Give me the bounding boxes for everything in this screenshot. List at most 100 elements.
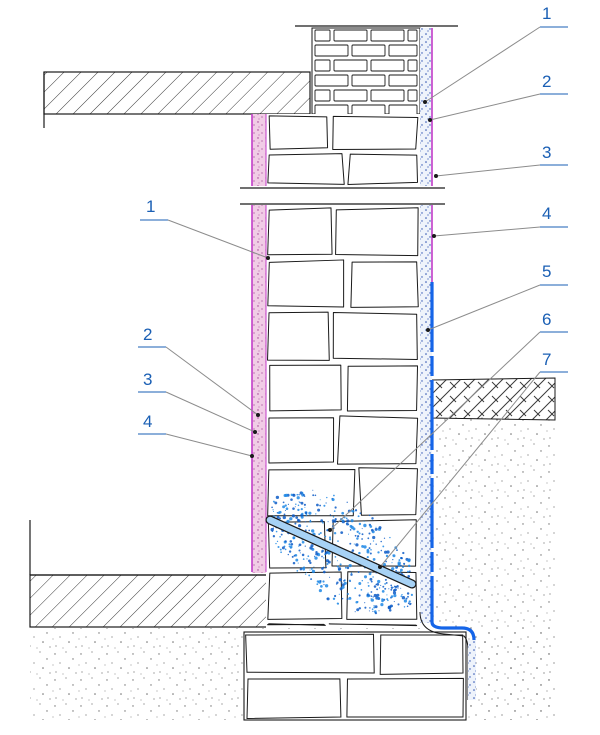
brick <box>314 74 349 87</box>
injection-particle <box>380 584 382 586</box>
injection-particle <box>316 583 319 586</box>
injection-particle <box>332 521 334 523</box>
stone-block <box>267 623 326 626</box>
injection-particle <box>292 507 295 510</box>
injection-particle <box>338 593 340 595</box>
stone-block <box>347 153 419 185</box>
injection-particle <box>304 511 308 515</box>
brick <box>370 29 405 42</box>
injection-particle <box>397 603 400 606</box>
injection-particle <box>385 554 389 558</box>
injection-particle <box>321 555 323 558</box>
injection-particle <box>308 511 312 515</box>
injection-particle <box>347 533 350 535</box>
injection-particle <box>271 506 273 509</box>
injection-particle <box>279 536 281 538</box>
injection-particle <box>300 515 304 519</box>
injection-particle <box>327 551 331 555</box>
injection-particle <box>391 562 393 564</box>
injection-particle <box>310 578 313 581</box>
injection-particle <box>346 501 348 503</box>
injection-particle <box>329 576 331 578</box>
injection-particle <box>283 513 286 516</box>
injection-particle <box>321 551 323 553</box>
injection-particle <box>407 575 411 578</box>
injection-particle <box>284 493 288 498</box>
injection-particle <box>368 532 371 535</box>
brick <box>333 89 368 102</box>
footing-stone <box>246 678 342 720</box>
injection-particle <box>385 560 387 563</box>
leader-dot <box>256 413 260 417</box>
injection-particle <box>270 527 274 532</box>
injection-particle <box>370 549 372 551</box>
injection-particle <box>297 562 299 564</box>
stone-block <box>268 115 329 150</box>
injection-particle <box>369 552 372 555</box>
injection-particle <box>356 530 359 533</box>
injection-particle <box>378 610 380 612</box>
injection-particle <box>298 494 300 496</box>
injection-particle <box>305 514 308 516</box>
injection-particle <box>397 587 399 589</box>
injection-particle <box>372 540 375 542</box>
injection-particle <box>275 530 278 533</box>
leader-dot <box>253 430 257 434</box>
injection-particle <box>364 606 367 609</box>
injection-particle <box>310 567 313 570</box>
injection-particle <box>323 504 326 507</box>
injection-particle <box>326 529 329 532</box>
injection-particle <box>377 579 381 584</box>
stone-wall-main <box>266 206 420 628</box>
break-lines <box>240 25 458 205</box>
injection-particle <box>401 596 406 600</box>
stone-block <box>269 364 342 412</box>
injection-particle <box>346 566 350 570</box>
injection-particle <box>401 565 405 569</box>
leader-line <box>329 331 541 531</box>
injection-particle <box>350 573 353 576</box>
injection-particle <box>397 561 401 565</box>
injection-particle <box>376 588 379 591</box>
stone-block <box>268 417 335 464</box>
injection-particle <box>372 610 374 612</box>
lower-floor-slab <box>29 574 269 628</box>
injection-particle <box>280 551 282 554</box>
injection-particle <box>272 535 276 538</box>
injection-particle <box>361 538 363 540</box>
injection-particle <box>301 491 304 494</box>
leader-dot <box>423 100 427 104</box>
injection-particle <box>359 512 362 515</box>
injection-particle <box>386 594 388 596</box>
injection-particle <box>366 550 370 554</box>
injection-particle <box>317 508 321 512</box>
injection-particle <box>361 544 365 548</box>
injection-particle <box>396 549 398 552</box>
injection-particle <box>399 568 403 572</box>
injection-particle <box>358 594 361 597</box>
leader-line <box>433 226 541 237</box>
injection-particle <box>392 591 397 595</box>
stone-block <box>267 259 345 308</box>
injection-particle <box>384 550 388 554</box>
leader-line <box>424 26 541 103</box>
injection-particle <box>291 514 296 518</box>
injection-particle <box>324 551 328 555</box>
leader-dot <box>378 565 382 569</box>
injection-particle <box>368 547 371 550</box>
injection-particle <box>298 501 300 503</box>
injection-particle <box>326 597 330 601</box>
stone-block <box>346 365 419 412</box>
injection-particle <box>290 498 293 501</box>
injection-particle <box>334 556 337 558</box>
injection-particle <box>301 512 304 516</box>
injection-particle <box>341 511 345 515</box>
injection-particle <box>407 602 410 605</box>
injection-particle <box>360 589 363 591</box>
brick <box>351 74 386 87</box>
injection-particle <box>309 569 311 571</box>
injection-particle <box>348 563 352 568</box>
injection-particle <box>272 500 275 503</box>
injection-particle <box>356 537 359 540</box>
left-waterproofing-layers <box>251 114 267 573</box>
